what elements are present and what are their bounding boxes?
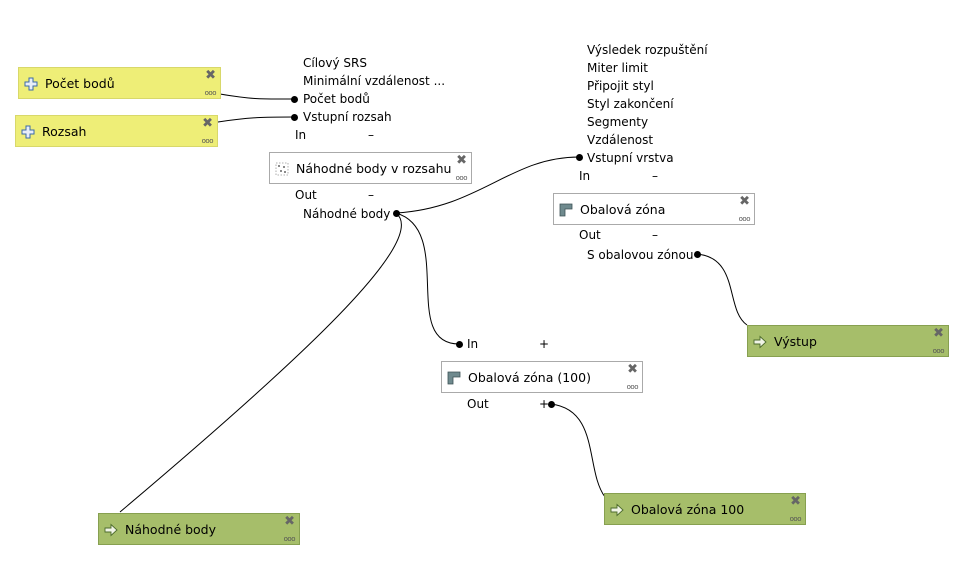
node-title: Náhodné body <box>125 522 217 537</box>
out-toggle-label[interactable]: Out <box>579 228 601 242</box>
connector-dot[interactable] <box>456 341 463 348</box>
more-icon[interactable]: ooo <box>932 347 945 355</box>
input-label-miter-limit: Miter limit <box>587 61 648 75</box>
buffer-icon <box>447 371 461 385</box>
in-toggle-label[interactable]: In <box>295 128 307 142</box>
close-icon[interactable]: ✖ <box>627 362 638 377</box>
input-node-rozsah[interactable]: Rozsah ✖ ooo <box>15 115 218 147</box>
more-icon[interactable]: ooo <box>738 215 751 223</box>
connector-dot[interactable] <box>548 401 555 408</box>
input-label-vstupni-vrstva: Vstupní vrstva <box>587 151 674 165</box>
more-icon[interactable]: ooo <box>789 515 802 523</box>
input-label-styl-zakonceni: Styl zakončení <box>587 97 674 111</box>
wire-nahodne-body-to-output <box>119 212 402 513</box>
input-label-minimalni-vzdalenost: Minimální vzdálenost ... <box>303 74 446 88</box>
more-icon[interactable]: ooo <box>455 174 468 182</box>
wire-out-to-obalova-zona-100 <box>550 403 606 498</box>
close-icon[interactable]: ✖ <box>933 326 944 341</box>
node-title: Náhodné body v rozsahu <box>296 161 452 176</box>
input-label-vzdalenost: Vzdálenost <box>587 133 654 147</box>
wire-nahodne-body-to-in <box>395 212 460 345</box>
wire-s-obalovou-zonou-to-vystup <box>696 253 748 326</box>
output-label-s-obalovou-zonou: S obalovou zónou <box>587 248 694 262</box>
input-label-vysledek-rozpusteni: Výsledek rozpuštění <box>587 43 708 57</box>
output-node-vystup[interactable]: Výstup ✖ ooo <box>747 325 949 357</box>
algorithm-node-nahodne-body-v-rozsahu[interactable]: Náhodné body v rozsahu ✖ ooo <box>269 152 472 184</box>
node-title: Počet bodů <box>45 76 115 91</box>
node-title: Obalová zóna 100 <box>631 502 745 517</box>
close-icon[interactable]: ✖ <box>456 153 467 168</box>
more-icon[interactable]: ooo <box>283 535 296 543</box>
output-label-nahodne-body: Náhodné body <box>303 207 391 221</box>
node-title: Rozsah <box>42 124 87 139</box>
input-label-vstupni-rozsah: Vstupní rozsah <box>303 110 392 124</box>
input-label-pocet-bodu: Počet bodů <box>303 92 370 106</box>
close-icon[interactable]: ✖ <box>284 514 295 529</box>
expand-toggle[interactable]: + <box>539 397 550 411</box>
algorithm-node-obalova-zona[interactable]: Obalová zóna ✖ ooo <box>553 193 755 225</box>
arrow-right-icon <box>753 335 767 349</box>
more-icon[interactable]: ooo <box>201 137 214 145</box>
connector-dot[interactable] <box>576 154 583 161</box>
connector-dot[interactable] <box>393 210 400 217</box>
output-node-obalova-zona-100[interactable]: Obalová zóna 100 ✖ ooo <box>604 493 806 525</box>
algorithm-node-obalova-zona-100[interactable]: Obalová zóna (100) ✖ ooo <box>441 361 643 393</box>
output-node-nahodne-body[interactable]: Náhodné body ✖ ooo <box>98 513 300 545</box>
input-node-pocet-bodu[interactable]: Počet bodů ✖ ooo <box>18 67 221 99</box>
plus-icon <box>21 125 35 139</box>
collapse-toggle[interactable]: – <box>652 169 658 183</box>
connector-dot[interactable] <box>291 96 298 103</box>
wire-rozsah <box>217 116 295 123</box>
node-title: Výstup <box>774 334 817 349</box>
connector-dot[interactable] <box>291 114 298 121</box>
connector-dot[interactable] <box>694 251 701 258</box>
out-toggle-label[interactable]: Out <box>295 188 317 202</box>
out-toggle-label[interactable]: Out <box>467 397 489 411</box>
close-icon[interactable]: ✖ <box>790 494 801 509</box>
more-icon[interactable]: ooo <box>626 383 639 391</box>
more-icon[interactable]: ooo <box>204 89 217 97</box>
close-icon[interactable]: ✖ <box>739 194 750 209</box>
collapse-toggle[interactable]: – <box>652 228 658 242</box>
close-icon[interactable]: ✖ <box>202 116 213 131</box>
collapse-toggle[interactable]: – <box>368 128 374 142</box>
node-title: Obalová zóna (100) <box>468 370 591 385</box>
wire-pocet-bodu <box>219 93 295 100</box>
random-points-icon <box>275 162 289 176</box>
plus-icon <box>24 77 38 91</box>
expand-toggle[interactable]: + <box>539 337 550 351</box>
input-label-segmenty: Segmenty <box>587 115 649 129</box>
collapse-toggle[interactable]: – <box>368 188 374 202</box>
in-toggle-label[interactable]: In <box>579 169 591 183</box>
node-title: Obalová zóna <box>580 202 666 217</box>
arrow-right-icon <box>104 523 118 537</box>
close-icon[interactable]: ✖ <box>205 68 216 83</box>
in-toggle-label[interactable]: In <box>467 337 479 351</box>
buffer-icon <box>559 203 573 217</box>
input-label-pripojit-styl: Připojit styl <box>587 79 654 93</box>
arrow-right-icon <box>610 503 624 517</box>
input-label-cilovy-srs: Cílový SRS <box>303 56 367 70</box>
